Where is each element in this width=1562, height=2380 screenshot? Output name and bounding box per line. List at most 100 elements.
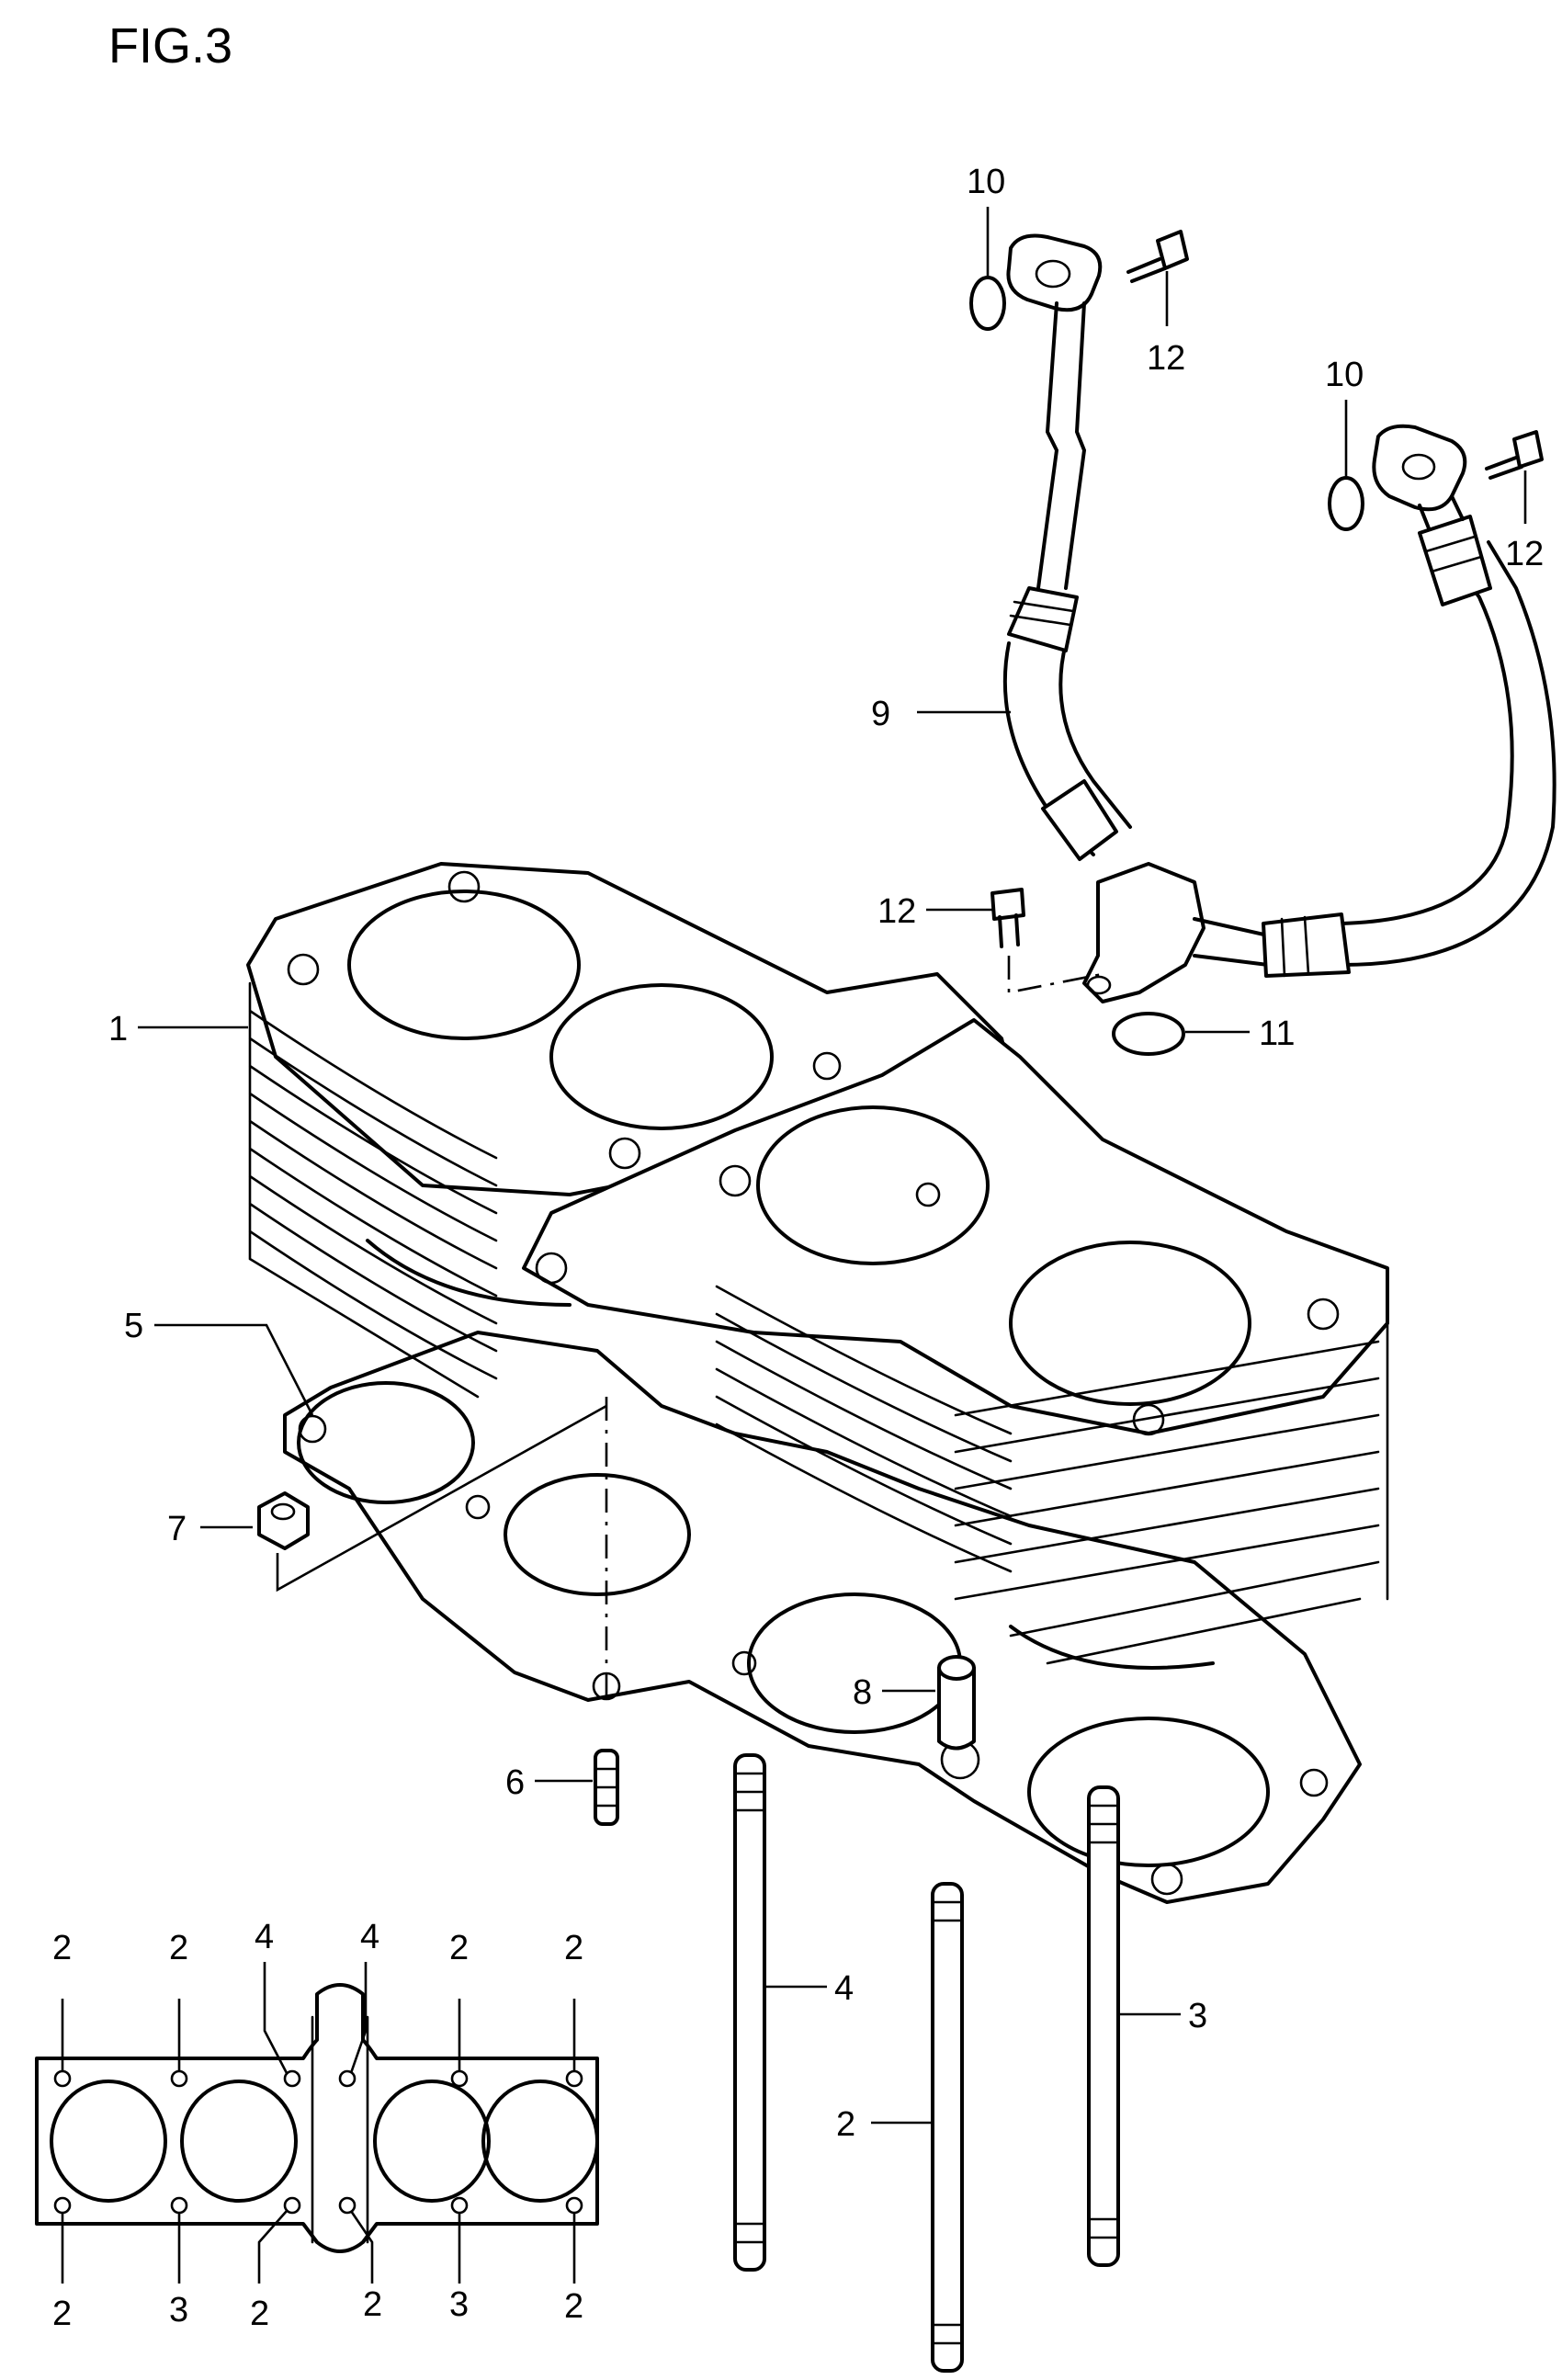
cylinder-skirt-front xyxy=(1009,1625,1215,1670)
inset-callout-4: 4 xyxy=(255,1918,274,1956)
bolt-right xyxy=(1485,430,1544,480)
bolt-upper xyxy=(1126,230,1189,283)
callout-8: 8 xyxy=(853,1673,872,1712)
gasket-hole xyxy=(298,1414,327,1444)
gasket-bore-1 xyxy=(297,1381,475,1504)
callout-11: 11 xyxy=(1259,1014,1295,1053)
stud-hole xyxy=(915,1182,941,1207)
inset-bore-2 xyxy=(180,2080,298,2203)
nut-install-path xyxy=(276,1404,607,1592)
gasket-hole xyxy=(1299,1768,1329,1797)
o-ring-upper-left xyxy=(969,276,1006,331)
cylinder-bore-4 xyxy=(1009,1241,1251,1406)
callout-10-lower: 10 xyxy=(1325,356,1364,394)
callout-3: 3 xyxy=(1188,1997,1207,2035)
inset-bore-1 xyxy=(50,2080,167,2203)
stud-hole xyxy=(535,1252,568,1285)
flange-nut xyxy=(257,1491,310,1550)
inset-stud-hole xyxy=(283,2069,301,2088)
callout-2: 2 xyxy=(836,2105,855,2144)
hose-rubber-right xyxy=(1193,540,1556,967)
stud-bolt-4 xyxy=(733,1753,766,2272)
inset-stud-hole xyxy=(450,2196,469,2215)
junction-bolt-hole xyxy=(1086,975,1112,995)
cylinder-block xyxy=(246,862,1389,1670)
inset-callout-3: 3 xyxy=(449,2285,469,2324)
callout-12-upper: 12 xyxy=(1147,339,1185,378)
hose-flange-left xyxy=(1006,233,1103,312)
callout-12-right: 12 xyxy=(1505,535,1544,573)
cylinder-bore-2 xyxy=(549,983,774,1130)
oil-hose-assembly xyxy=(1002,233,1556,1003)
o-ring-upper-right xyxy=(1328,476,1364,531)
inset-stud-hole xyxy=(338,2069,357,2088)
figure-title: FIG.3 xyxy=(108,18,232,74)
inset-callout-2: 2 xyxy=(363,2285,382,2324)
stud-hole xyxy=(287,953,320,986)
stud-hole xyxy=(608,1137,641,1170)
callout-1: 1 xyxy=(108,1010,128,1048)
inset-stud-hole xyxy=(53,2069,72,2088)
hose-ferrule-mid xyxy=(1041,779,1118,861)
leader-5 xyxy=(154,1323,314,1416)
inset-bore-3 xyxy=(373,2080,491,2203)
inset-callout-3: 3 xyxy=(169,2291,188,2329)
inset-callout-2: 2 xyxy=(52,2295,72,2333)
hose-flange-right-hole xyxy=(1401,453,1436,481)
inset-bore-4 xyxy=(481,2080,599,2203)
gasket-hole xyxy=(465,1494,491,1520)
hose-junction-fitting xyxy=(1082,862,1205,1003)
callout-7: 7 xyxy=(167,1510,187,1548)
gasket-bore-4 xyxy=(1027,1717,1270,1867)
stud-hole xyxy=(812,1051,842,1081)
cooling-fins-rear xyxy=(248,981,498,1399)
inset-stud-hole xyxy=(565,2196,583,2215)
inset-callout-4: 4 xyxy=(360,1918,379,1956)
inset-stud-hole xyxy=(53,2196,72,2215)
stud-location-inset xyxy=(35,1962,599,2284)
bolt-lower xyxy=(990,888,1025,948)
gasket-bore-2 xyxy=(504,1473,691,1596)
bolt-lower-install-path xyxy=(1007,956,1104,994)
stud-bolt-2 xyxy=(931,1882,964,2373)
ferrule-lines-right-top xyxy=(1424,535,1483,573)
inset-callout-2: 2 xyxy=(564,1929,583,1967)
callout-6: 6 xyxy=(505,1763,525,1802)
stud-hole xyxy=(719,1164,752,1197)
inset-center-rib xyxy=(311,2015,369,2244)
inset-stud-hole xyxy=(450,2069,469,2088)
callout-10-upper: 10 xyxy=(967,163,1005,201)
o-ring-lower xyxy=(1112,1012,1185,1056)
cylinder-skirt-rear xyxy=(366,1239,572,1307)
inset-stud-hole xyxy=(283,2196,301,2215)
gasket-hole xyxy=(1150,1863,1183,1896)
callout-4: 4 xyxy=(834,1969,854,2008)
inset-stud-hole xyxy=(170,2069,188,2088)
inset-callout-2: 2 xyxy=(169,1929,188,1967)
stud-hole xyxy=(1307,1298,1340,1331)
inset-callout-2: 2 xyxy=(250,2295,269,2333)
cooling-fins-front xyxy=(715,1285,1389,1665)
inset-callout-2: 2 xyxy=(52,1929,72,1967)
callout-9: 9 xyxy=(871,695,890,733)
hose-ferrule-right-top xyxy=(1418,515,1492,606)
cylinder-block-front-deck xyxy=(522,1018,1389,1435)
inset-stud-hole xyxy=(338,2196,357,2215)
gasket-hole xyxy=(731,1650,757,1676)
inset-stud-hole xyxy=(565,2069,583,2088)
ferrule-lines-left xyxy=(1009,600,1075,627)
base-gasket-outline xyxy=(283,1331,1362,1904)
inset-block-outline xyxy=(35,1983,599,2253)
hose-flange-left-hole xyxy=(1035,259,1071,289)
hose-neck-right xyxy=(1418,494,1465,530)
inset-stud-hole xyxy=(170,2196,188,2215)
dowel-pin xyxy=(594,1749,619,1826)
callout-12-lower: 12 xyxy=(877,892,916,931)
stud-hole xyxy=(447,870,481,903)
callout-5: 5 xyxy=(124,1307,143,1345)
cylinder-bore-1 xyxy=(347,890,581,1040)
stud-bolt-3 xyxy=(1087,1785,1120,2267)
inset-callout-2: 2 xyxy=(449,1929,469,1967)
